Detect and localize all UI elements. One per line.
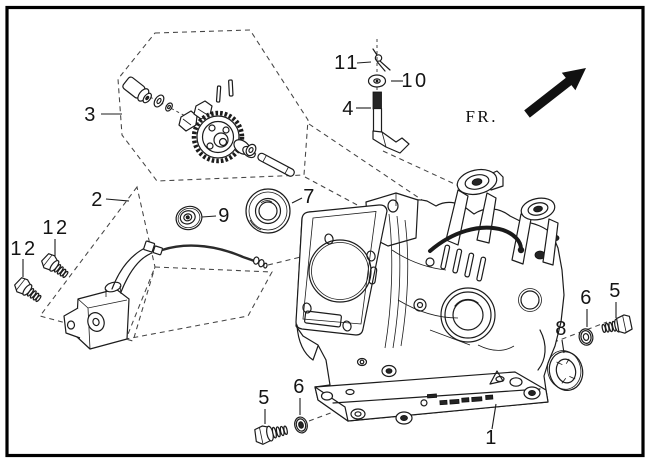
callout-leader-lines — [22, 61, 617, 430]
wire-terminal — [253, 256, 268, 269]
part-5-drain-bolt-bottom — [254, 425, 288, 445]
part-7-ball-bearing — [245, 188, 291, 234]
fr-arrow-icon — [524, 68, 586, 118]
part-9-bearing — [175, 205, 203, 231]
casting-marks — [420, 393, 494, 407]
callout-5-right: 5 — [609, 280, 623, 302]
cylinder-fins — [384, 213, 409, 349]
part-3-camshaft-assembly — [122, 76, 295, 177]
part-6-sealing-washer-right — [578, 328, 594, 346]
part-2-oil-level-switch — [63, 240, 268, 350]
callout-4: 4 — [342, 98, 356, 120]
fr-direction-indicator: FR. — [465, 68, 586, 126]
part-4-governor-arm-shaft — [372, 91, 410, 154]
part-11-cotter-pin — [372, 48, 391, 72]
callout-6-bottom: 6 — [293, 376, 307, 398]
crankshaft-bore — [440, 287, 496, 343]
part-1-crankcase-body — [295, 168, 565, 425]
callout-1: 1 — [485, 427, 499, 449]
callout-6-right: 6 — [580, 287, 594, 309]
callout-5-bottom: 5 — [258, 387, 272, 409]
cylinder-flange — [295, 204, 388, 336]
callout-10: 10 — [401, 70, 428, 92]
part-12-bolt-lower — [14, 277, 42, 303]
breather-pipe — [428, 225, 523, 253]
mounting-tower-2 — [511, 197, 559, 266]
mounting-tower-1 — [445, 168, 498, 246]
callout-7: 7 — [303, 186, 317, 208]
sensor-wire — [161, 244, 255, 263]
part-6-sealing-washer-bottom — [294, 416, 308, 434]
part-5-drain-bolt-right — [601, 314, 633, 334]
fin-slots — [440, 244, 487, 282]
callout-11: 11 — [334, 52, 360, 74]
callout-9: 9 — [218, 205, 232, 227]
callout-12-upper: 12 — [42, 217, 69, 239]
base-feet — [320, 377, 541, 425]
callout-8: 8 — [555, 318, 569, 340]
part-10-washer — [367, 74, 387, 88]
callout-12-lower: 12 — [10, 238, 37, 260]
part-12-bolt-upper — [41, 253, 69, 279]
fr-label: FR. — [465, 107, 498, 126]
callout-2: 2 — [91, 189, 105, 211]
callout-3: 3 — [84, 104, 98, 126]
part-8-oil-seal — [547, 350, 584, 391]
